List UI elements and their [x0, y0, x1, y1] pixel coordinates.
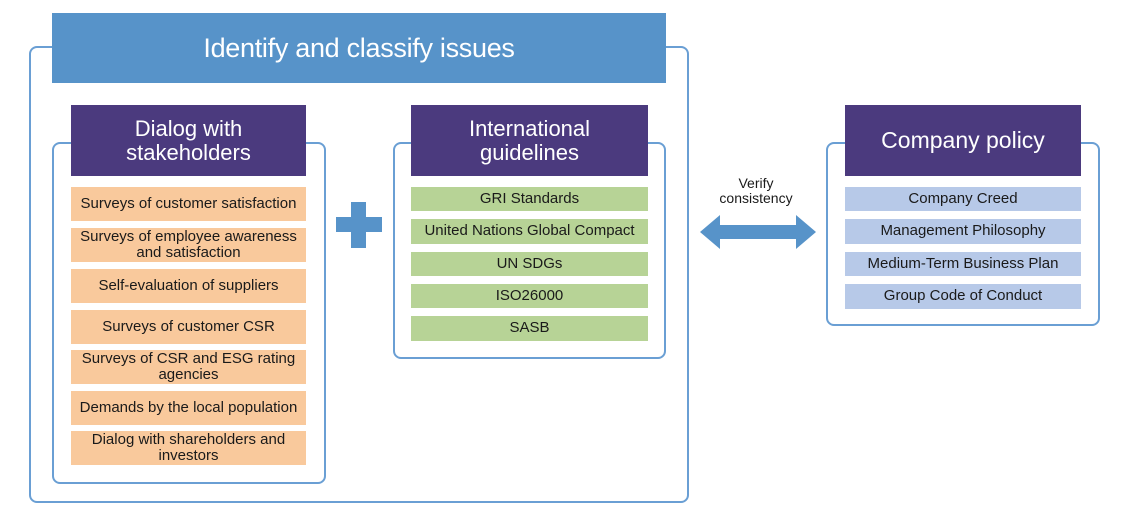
stakeholders-header: Dialog with stakeholders [71, 105, 306, 176]
double-arrow-icon [700, 215, 816, 249]
guideline-item: ISO26000 [411, 284, 648, 308]
verify-line1: Verify [738, 175, 774, 191]
policy-item: Management Philosophy [845, 219, 1081, 244]
verify-consistency-label: Verify consistency [701, 175, 811, 207]
guidelines-title-line2: guidelines [479, 139, 580, 165]
stakeholder-item: Demands by the local population [71, 391, 306, 425]
guideline-item: SASB [411, 316, 648, 341]
guideline-item: UN SDGs [411, 252, 648, 276]
stakeholder-item: Dialog with shareholders and investors [71, 431, 306, 465]
guidelines-header: International guidelines [411, 105, 648, 176]
verify-line2: consistency [719, 190, 793, 207]
banner-identify-classify: Identify and classify issues [52, 13, 666, 83]
policy-header: Company policy [845, 105, 1081, 176]
banner-title: Identify and classify issues [203, 32, 515, 63]
stakeholder-item: Surveys of customer satisfaction [71, 187, 306, 221]
guideline-item: United Nations Global Compact [411, 219, 648, 244]
plus-icon [336, 202, 382, 248]
policy-title: Company policy [881, 127, 1045, 154]
guidelines-title-line1: International [468, 116, 591, 142]
stakeholder-item: Surveys of CSR and ESG rating agencies [71, 350, 306, 384]
stakeholder-item: Surveys of customer CSR [71, 310, 306, 344]
policy-item: Medium-Term Business Plan [845, 252, 1081, 276]
policy-item: Company Creed [845, 187, 1081, 211]
guideline-item: GRI Standards [411, 187, 648, 211]
stakeholder-item: Self-evaluation of suppliers [71, 269, 306, 303]
stakeholder-item: Surveys of employee awareness and satisf… [71, 228, 306, 262]
stakeholders-title-line1: Dialog with [134, 116, 243, 142]
policy-item: Group Code of Conduct [845, 284, 1081, 309]
stakeholders-title-line2: stakeholders [126, 139, 251, 165]
